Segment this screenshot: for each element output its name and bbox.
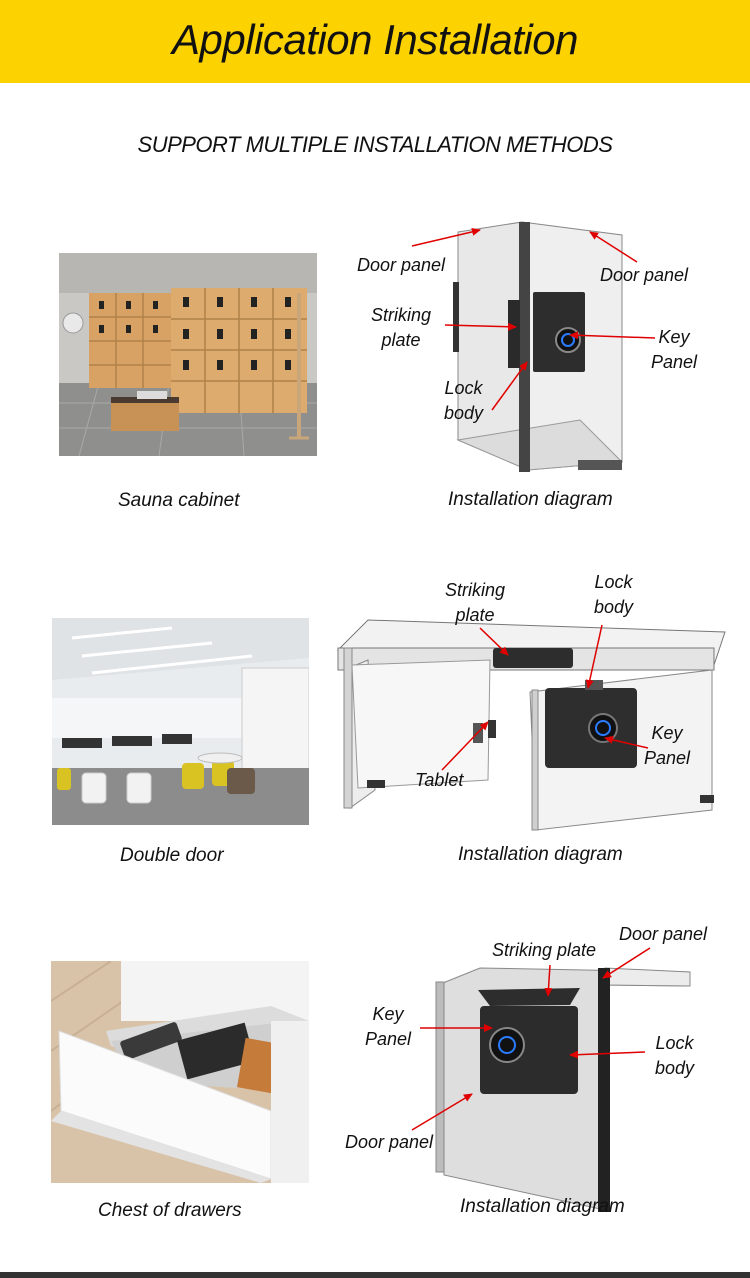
bottom-border [0,1272,750,1278]
drawer-illustration [51,961,309,1183]
lock-body-label-2: Lock body [594,572,634,617]
double-door-diagram-caption: Installation diagram [458,844,623,865]
office-illustration [52,618,309,825]
striking-plate-label-2: Striking plate [445,580,506,625]
striking-plate-label-3: Striking plate [492,940,597,960]
door-panel-label-left: Door panel [357,255,446,275]
striking-plate-label: Striking plate [371,305,432,350]
label-arrows [411,227,656,1131]
page-title: Application Installation [172,16,578,63]
double-door-photo [52,618,309,825]
key-panel-label-3: Key Panel [365,1004,412,1049]
section-subtitle: SUPPORT MULTIPLE INSTALLATION METHODS [137,132,613,157]
tablet-label: Tablet [415,770,464,790]
drawer-installation-diagram [435,967,691,1212]
lock-body-label-3: Lock body [655,1033,695,1078]
chest-of-drawers-caption: Chest of drawers [98,1200,242,1221]
chest-of-drawers-photo [51,961,309,1183]
sauna-cabinet-photo [59,253,317,456]
drawer-diagram-caption: Installation diagram [460,1196,625,1217]
key-panel-label: Key Panel [651,327,698,372]
lock-body-label: Lock body [444,378,484,423]
door-panel-label-top: Door panel [619,924,708,944]
double-door-caption: Double door [120,845,224,866]
sauna-cabinet-caption: Sauna cabinet [118,490,240,511]
sauna-diagram-caption: Installation diagram [448,489,613,510]
door-panel-label-right: Door panel [600,265,689,285]
key-panel-label-2: Key Panel [644,723,691,768]
sauna-locker-illustration [59,253,317,456]
title-banner: Application Installation [0,0,750,83]
door-panel-label-bottom: Door panel [345,1132,434,1152]
sauna-installation-diagram [453,221,624,472]
